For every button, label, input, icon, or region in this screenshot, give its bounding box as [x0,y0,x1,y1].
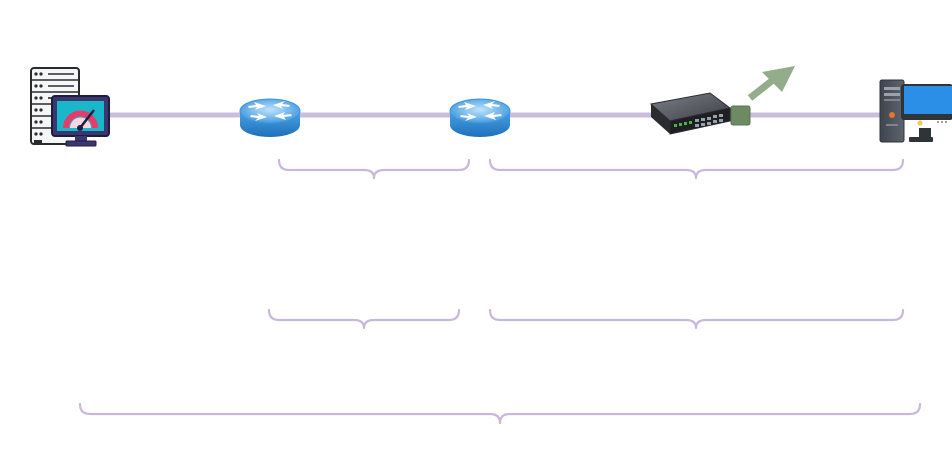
desktop-computer-icon [879,79,952,143]
capture-port-icon [730,105,751,126]
server-monitor-icon [30,67,110,147]
measurement-braces [78,158,922,425]
brace-end-to-end [78,402,922,425]
brace-hop-router2-desktop-lower [488,308,905,330]
brace-hop-router1-router2-upper [277,158,471,180]
router-icon [449,98,511,137]
brace-hop-router1-router2-lower [267,308,461,330]
brace-hop-router2-desktop-upper [488,158,905,180]
network-switch-icon [649,92,732,135]
router-icon [239,98,301,137]
arrow-up-right-icon [747,66,795,101]
